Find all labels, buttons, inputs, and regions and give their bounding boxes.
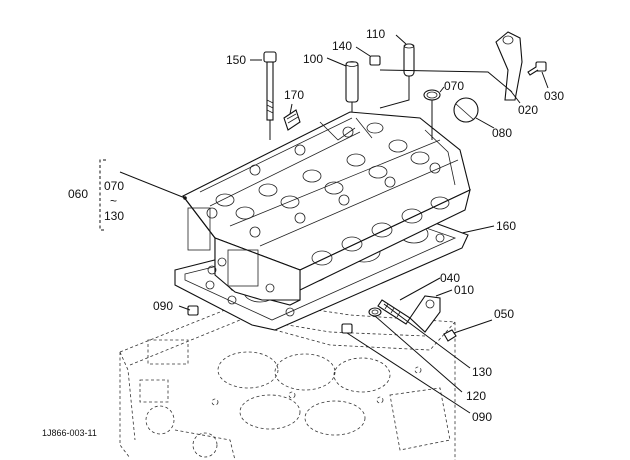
callout-120: 120 — [466, 389, 486, 403]
callout-060: 060 — [68, 187, 88, 201]
callout-110: 110 — [366, 27, 385, 41]
dowel-pin — [403, 43, 415, 77]
plate-gasket — [283, 109, 301, 131]
callout-170: 170 — [284, 88, 304, 102]
plug-left — [187, 305, 199, 316]
nozzle-sleeve — [345, 61, 359, 103]
callout-150: 150 — [226, 53, 246, 67]
callout-010: 010 — [454, 283, 474, 297]
callout-160: 160 — [496, 219, 516, 233]
callout-050: 050 — [494, 307, 514, 321]
callout-090-right: 090 — [472, 410, 492, 424]
range-end-130: 130 — [104, 209, 124, 223]
callout-130: 130 — [472, 365, 492, 379]
callout-030: 030 — [544, 89, 564, 103]
hanger-bolt — [527, 61, 547, 76]
head-bolt — [263, 51, 277, 121]
callout-labels: 150 140 110 100 170 070 020 030 080 160 … — [42, 27, 564, 438]
range-start-070: 070 — [104, 179, 124, 193]
leader-lines — [99, 34, 549, 414]
callout-020: 020 — [518, 103, 538, 117]
callout-070: 070 — [444, 79, 464, 93]
callout-080: 080 — [492, 126, 512, 140]
callout-140: 140 — [332, 39, 352, 53]
o-ring — [423, 89, 441, 101]
plug-right — [341, 323, 353, 334]
hanger-bracket — [495, 31, 523, 101]
range-tilde: ~ — [110, 194, 117, 208]
hook-nut — [443, 329, 457, 342]
washer — [368, 307, 382, 317]
engine-hook — [409, 295, 441, 333]
plug-cap — [453, 97, 479, 123]
callout-100: 100 — [303, 52, 323, 66]
callout-090-left: 090 — [153, 299, 173, 313]
cylinder-head — [182, 111, 471, 306]
small-plug — [369, 55, 381, 66]
document-code: 1J866-003-11 — [42, 428, 97, 438]
callout-040: 040 — [440, 271, 460, 285]
